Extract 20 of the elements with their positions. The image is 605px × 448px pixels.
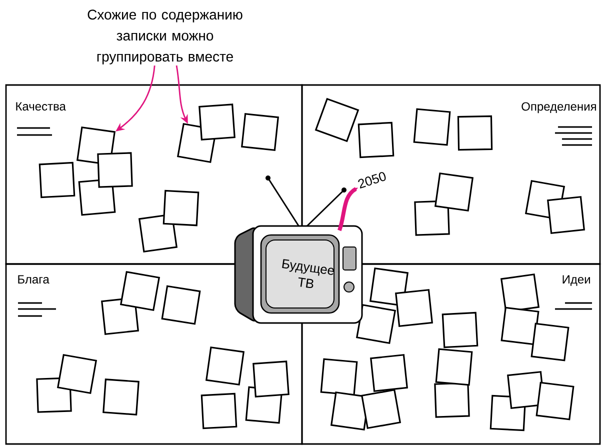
sticky-note xyxy=(435,348,473,386)
sticky-note xyxy=(457,115,493,151)
sticky-note xyxy=(38,162,76,198)
sticky-note xyxy=(442,312,478,348)
sticky-note xyxy=(102,378,140,416)
sticky-note xyxy=(358,122,394,158)
sticky-note xyxy=(413,108,451,146)
sticky-note xyxy=(536,382,574,420)
sticky-note xyxy=(530,322,570,362)
sticky-note xyxy=(198,104,236,140)
sticky-note xyxy=(434,382,470,418)
sticky-note xyxy=(414,200,450,236)
sticky-note xyxy=(97,152,133,188)
sticky-note xyxy=(162,190,200,226)
callout-text: Схожие по содержанию записки можно группировать вместе xyxy=(88,10,242,64)
sticky-note xyxy=(161,285,201,325)
sticky-note xyxy=(200,392,238,430)
sticky-note xyxy=(320,358,358,396)
sticky-note xyxy=(252,360,290,398)
sticky-note xyxy=(500,306,540,346)
